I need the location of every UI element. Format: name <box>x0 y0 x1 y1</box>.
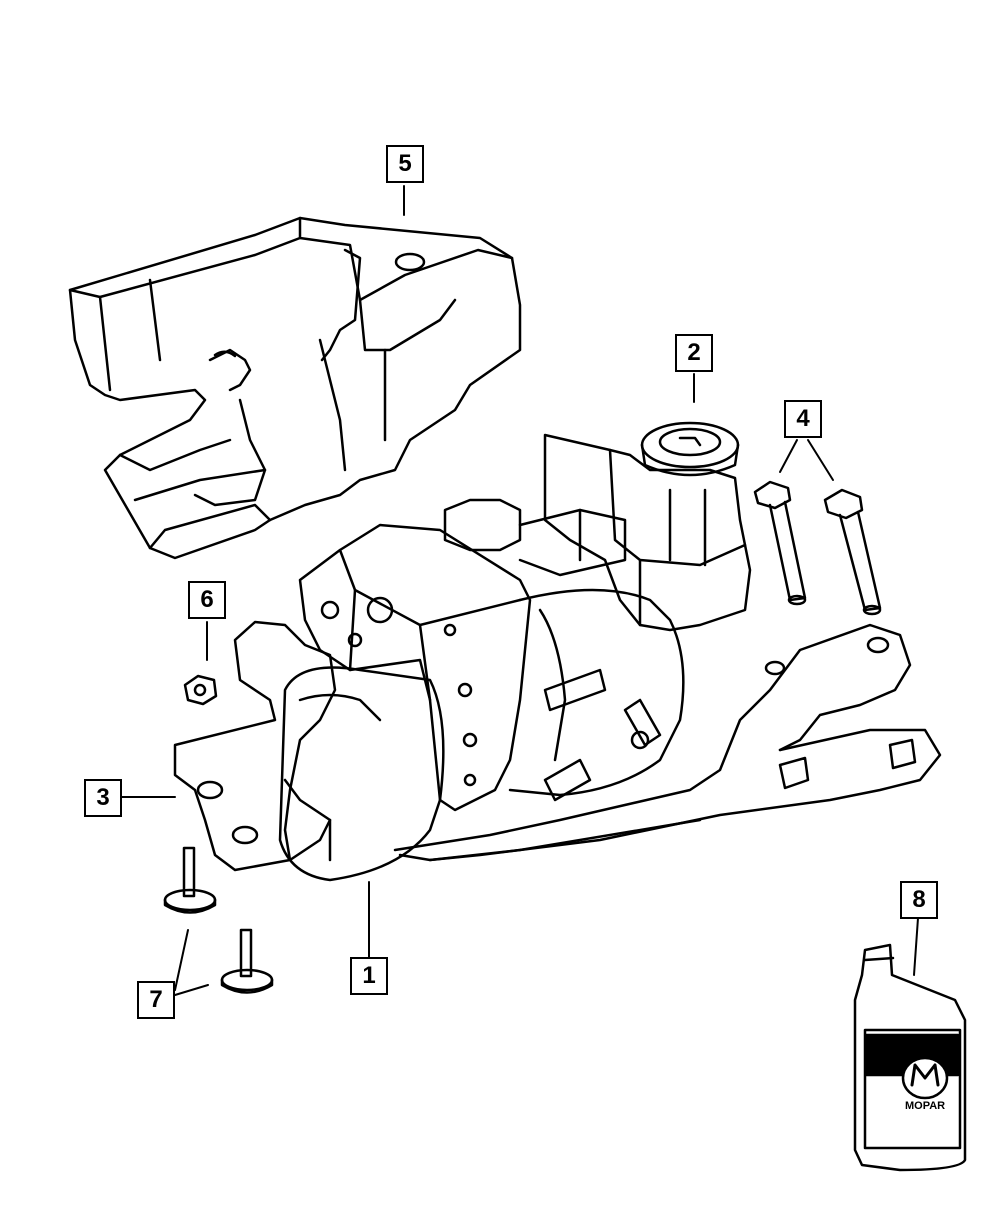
mounting-bolts <box>753 480 882 616</box>
callout-5: 5 <box>386 145 424 183</box>
callout-3: 3 <box>84 779 122 817</box>
callout-8: 8 <box>900 881 938 919</box>
callout-2: 2 <box>675 334 713 372</box>
pump-motor-assembly <box>173 421 942 882</box>
hex-nut <box>183 674 218 706</box>
isolator-studs <box>163 846 274 994</box>
callout-7: 7 <box>137 981 175 1019</box>
leader-lines <box>119 185 919 996</box>
callout-1: 1 <box>350 957 388 995</box>
fluid-bottle <box>853 943 967 1172</box>
cover-shield <box>68 216 522 560</box>
callout-4: 4 <box>784 400 822 438</box>
bottle-brand-label: MOPAR <box>905 1100 946 1112</box>
callout-6: 6 <box>188 581 226 619</box>
